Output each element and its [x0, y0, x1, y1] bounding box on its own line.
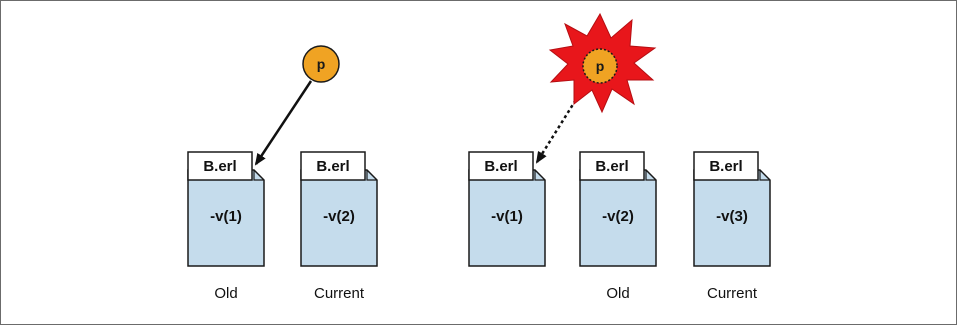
module-page-fold	[534, 170, 545, 181]
module-name: B.erl	[316, 158, 349, 175]
process-p-killed: p	[582, 48, 618, 84]
module-version: -v(1)	[210, 208, 242, 225]
module-file-purged: B.erl -v(1)	[468, 151, 546, 267]
module-tab	[300, 151, 366, 181]
module-version: -v(2)	[602, 208, 634, 225]
module-name: B.erl	[709, 158, 742, 175]
module-tab	[468, 151, 534, 181]
module-page-fold	[645, 170, 656, 181]
module-name: B.erl	[203, 158, 236, 175]
module-file-old: B.erl -v(2) Old	[579, 151, 657, 302]
module-name: B.erl	[595, 158, 628, 175]
process-label: p	[596, 58, 605, 74]
module-tab	[693, 151, 759, 181]
module-file-old: B.erl -v(1) Old	[187, 151, 265, 302]
module-file-current: B.erl -v(2) Current	[300, 151, 378, 302]
process-circle	[302, 45, 340, 83]
module-tab	[187, 151, 253, 181]
process-reference-arrow	[254, 80, 313, 166]
scenario-1: B.erl -v(1) Old B.erl -v(2) Current p	[187, 45, 378, 302]
module-version: -v(3)	[716, 208, 748, 225]
process-circle	[582, 48, 618, 84]
module-state-label: Current	[314, 285, 365, 302]
module-file-current: B.erl -v(3) Current	[693, 151, 771, 302]
module-version: -v(2)	[323, 208, 355, 225]
module-version: -v(1)	[491, 208, 523, 225]
module-page-fold	[253, 170, 264, 181]
module-state-label: Old	[214, 285, 237, 302]
module-state-label: Current	[707, 285, 758, 302]
module-tab	[579, 151, 645, 181]
module-name: B.erl	[484, 158, 517, 175]
module-page-fold	[759, 170, 770, 181]
module-state-label: Old	[606, 285, 629, 302]
scenario-2: B.erl -v(1) B.erl -v(2) Old B.erl -v(3) …	[468, 12, 771, 302]
module-page-fold	[366, 170, 377, 181]
process-label: p	[317, 56, 326, 72]
process-p: p	[302, 45, 340, 83]
